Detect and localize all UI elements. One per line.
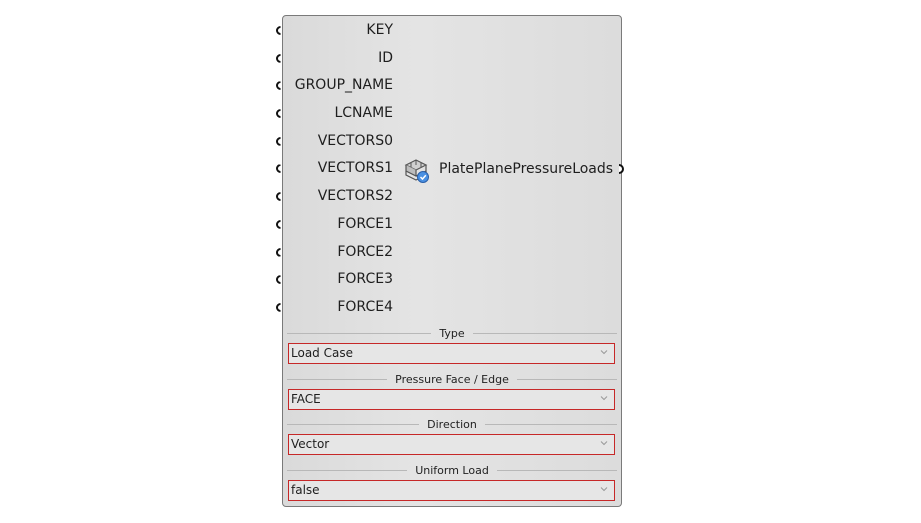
option-title: Type: [439, 326, 465, 340]
input-label: FORCE2: [337, 243, 393, 260]
input-grip[interactable]: [276, 26, 281, 35]
input-param-force2[interactable]: FORCE2: [276, 240, 395, 268]
pressure-face-edge-option: Pressure Face / Edge FACE: [283, 371, 621, 417]
input-param-vectors2[interactable]: VECTORS2: [276, 184, 395, 212]
input-param-id[interactable]: ID: [276, 46, 395, 74]
chevron-down-icon: [600, 487, 608, 492]
uniform-load-dropdown[interactable]: false: [288, 480, 615, 501]
input-param-vectors1[interactable]: VECTORS1: [276, 156, 395, 184]
type-option: Type Load Case: [283, 325, 621, 371]
input-param-lcname[interactable]: LCNAME: [276, 101, 395, 129]
input-grip[interactable]: [276, 53, 281, 63]
divider: [287, 332, 432, 334]
input-grip[interactable]: [276, 81, 281, 91]
option-title: Uniform Load: [415, 463, 489, 477]
grasshopper-component[interactable]: KEY ID GROUP_NAME LCNAME VECTORS0 VECTOR…: [276, 15, 624, 508]
divider: [484, 423, 618, 425]
component-name: PlatePlanePressureLoads: [439, 161, 614, 177]
uniform-load-option: Uniform Load false: [283, 462, 621, 508]
input-grip[interactable]: [276, 192, 281, 202]
input-param-force4[interactable]: FORCE4: [276, 295, 395, 323]
input-label: KEY: [366, 22, 393, 38]
pressure-face-edge-dropdown[interactable]: FACE: [288, 389, 615, 410]
direction-option: Direction Vector: [283, 416, 621, 462]
input-label: GROUP_NAME: [294, 77, 393, 94]
divider: [287, 469, 408, 471]
input-param-group-name[interactable]: GROUP_NAME: [276, 73, 395, 101]
input-label: VECTORS0: [317, 132, 393, 149]
input-grip[interactable]: [276, 136, 281, 146]
input-label: LCNAME: [334, 105, 393, 122]
input-grip[interactable]: [276, 275, 281, 285]
input-parameters: KEY ID GROUP_NAME LCNAME VECTORS0 VECTOR…: [276, 18, 395, 323]
dropdown-value: Vector: [291, 437, 330, 451]
type-dropdown[interactable]: Load Case: [288, 343, 615, 364]
divider: [472, 332, 618, 334]
chevron-down-icon: [600, 350, 608, 355]
input-grip[interactable]: [276, 302, 281, 312]
dropdown-value: false: [291, 483, 320, 497]
option-title: Pressure Face / Edge: [395, 372, 509, 386]
input-grip[interactable]: [276, 164, 281, 174]
input-label: VECTORS2: [317, 188, 393, 205]
dropdown-value: FACE: [291, 392, 321, 406]
direction-dropdown[interactable]: Vector: [288, 434, 615, 455]
input-param-key[interactable]: KEY: [276, 18, 395, 46]
divider: [496, 469, 617, 471]
input-param-force3[interactable]: FORCE3: [276, 267, 395, 295]
input-grip[interactable]: [276, 219, 281, 229]
divider: [516, 378, 618, 380]
input-label: VECTORS1: [317, 160, 393, 177]
divider: [287, 378, 388, 380]
input-label: FORCE3: [337, 271, 393, 288]
input-param-force1[interactable]: FORCE1: [276, 212, 395, 240]
input-param-vectors0[interactable]: VECTORS0: [276, 129, 395, 157]
input-grip[interactable]: [276, 109, 281, 119]
output-grip[interactable]: [619, 164, 624, 174]
input-label: FORCE4: [337, 298, 393, 315]
chevron-down-icon: [600, 396, 608, 401]
option-title: Direction: [427, 417, 477, 431]
dropdown-value: Load Case: [291, 346, 353, 360]
input-label: ID: [378, 49, 393, 66]
divider: [287, 423, 420, 425]
input-label: FORCE1: [337, 215, 393, 232]
chevron-down-icon: [600, 441, 608, 446]
input-grip[interactable]: [276, 247, 281, 257]
plate-pressure-load-icon: [404, 159, 429, 183]
